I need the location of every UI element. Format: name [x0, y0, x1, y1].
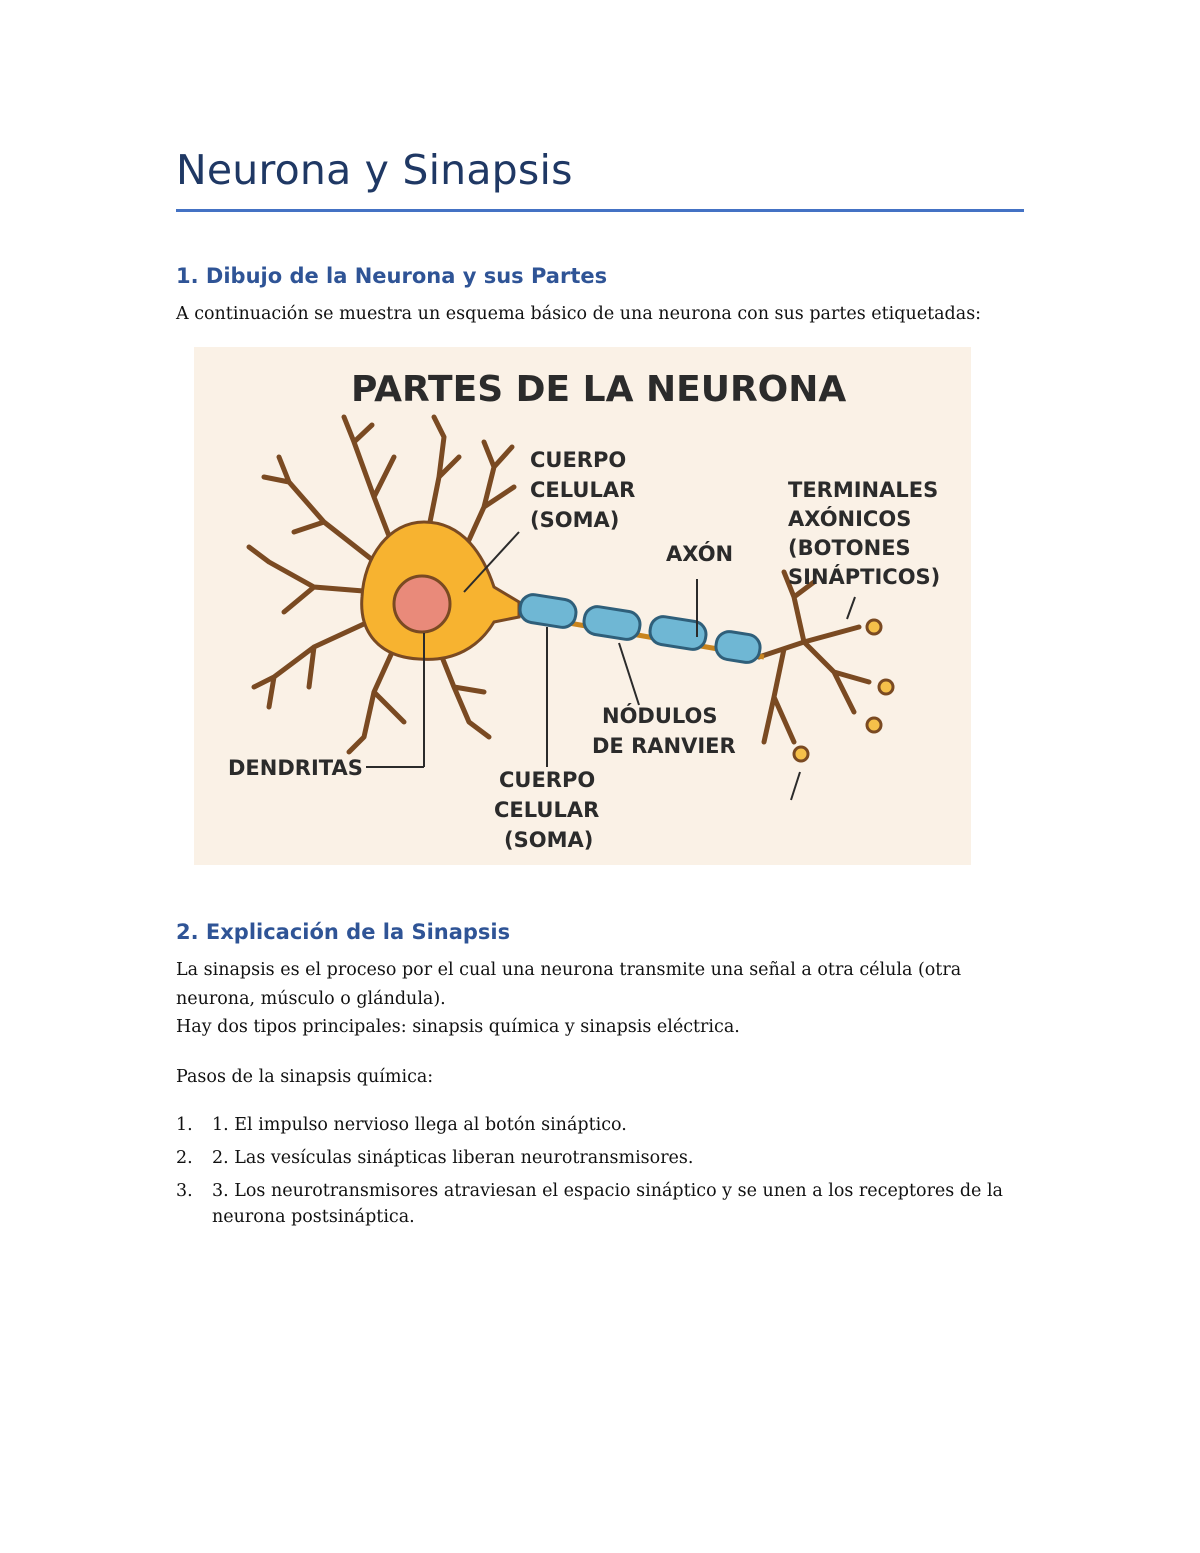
list-text: 2. Las vesículas sinápticas liberan neur…: [212, 1148, 694, 1168]
label-axon: AXÓN: [666, 541, 733, 566]
neuron-diagram: PARTES DE LA NEURONA: [194, 347, 971, 865]
title-underline: [176, 209, 1024, 212]
list-item: 1. 1. El impulso nervioso llega al botón…: [176, 1112, 1036, 1138]
synapse-types: Hay dos tipos principales: sinapsis quím…: [176, 1017, 740, 1037]
diagram-title: PARTES DE LA NEURONA: [351, 369, 846, 410]
neuron-diagram-svg: PARTES DE LA NEURONA: [228, 369, 946, 852]
section-2-heading: 2. Explicación de la Sinapsis: [176, 920, 511, 944]
myelin-sheaths: [518, 593, 762, 664]
label-terminales-axonicos: TERMINALES AXÓNICOS (BOTONES SINÁPTICOS): [788, 478, 946, 589]
synapse-definition-line-1: La sinapsis es el proceso por el cual un…: [176, 960, 962, 980]
section-1-intro: A continuación se muestra un esquema bás…: [176, 304, 982, 324]
list-text: 3. Los neurotransmisores atraviesan el e…: [212, 1181, 1003, 1227]
label-leaders: [366, 531, 856, 801]
list-number: 1.: [176, 1115, 193, 1135]
nucleus: [392, 574, 452, 634]
label-dendritas: DENDRITAS: [228, 756, 363, 780]
steps-intro: Pasos de la sinapsis química:: [176, 1067, 434, 1087]
section-1-heading: 1. Dibujo de la Neurona y sus Partes: [176, 264, 608, 288]
label-nodulos-de-ranvier: NÓDULOS DE RANVIER: [592, 703, 736, 758]
list-number: 3.: [176, 1181, 193, 1201]
diagram-labels: CUERPO CELULAR (SOMA) TERMINALES AXÓNICO…: [228, 448, 946, 852]
page-title: Neurona y Sinapsis: [176, 146, 573, 194]
list-text: 1. El impulso nervioso llega al botón si…: [212, 1115, 627, 1135]
terminal-buttons: [792, 618, 895, 763]
label-cuerpo-celular-bottom: CUERPO CELULAR (SOMA): [494, 768, 607, 852]
list-item: 2. 2. Las vesículas sinápticas liberan n…: [176, 1145, 1036, 1171]
list-item: 3. 3. Los neurotransmisores atraviesan e…: [176, 1178, 1036, 1230]
chemical-synapse-steps: 1. 1. El impulso nervioso llega al botón…: [176, 1112, 1036, 1237]
list-number: 2.: [176, 1148, 193, 1168]
synapse-definition-line-2: neurona, músculo o glándula).: [176, 989, 446, 1009]
label-cuerpo-celular-top: CUERPO CELULAR (SOMA): [530, 448, 643, 532]
